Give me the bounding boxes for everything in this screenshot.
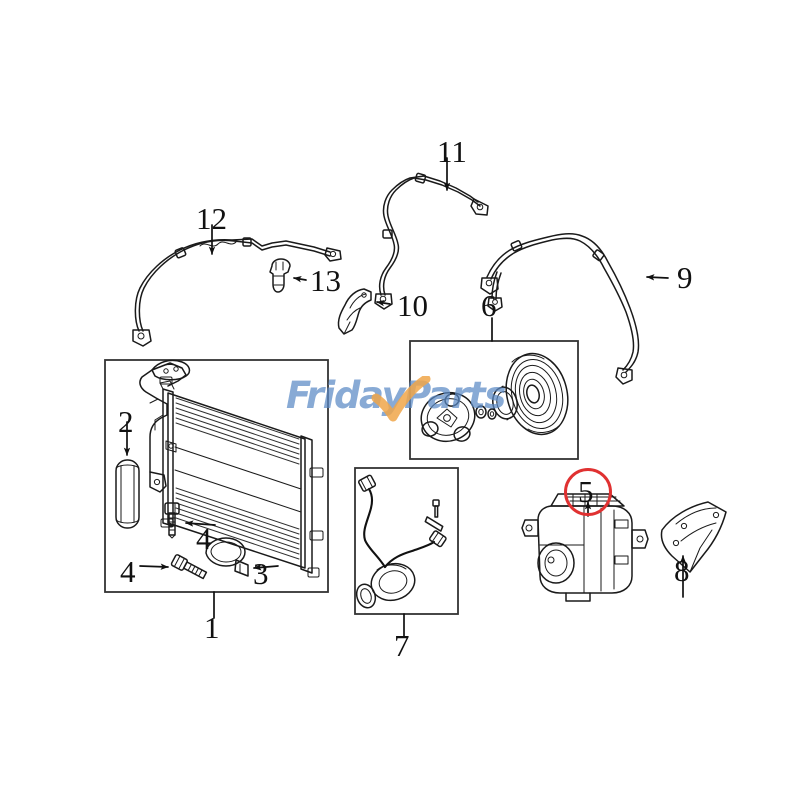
condenser-bracket	[139, 359, 191, 493]
callout-2[interactable]: 2	[118, 404, 134, 439]
pressure-switch	[269, 258, 291, 293]
leader-9	[646, 274, 669, 281]
leader-13	[293, 276, 307, 283]
coil-screw	[432, 499, 440, 518]
clutch-shims	[475, 405, 497, 420]
coil-clip	[424, 516, 444, 532]
compressor-bracket	[660, 501, 727, 573]
snap-ring	[492, 385, 518, 421]
receiver-dryer	[115, 459, 140, 529]
suction-hose	[374, 172, 489, 310]
callout-12[interactable]: 12	[196, 201, 227, 236]
liquid-line-hose	[132, 237, 342, 347]
callout-11[interactable]: 11	[437, 134, 467, 169]
leader-3	[253, 564, 279, 571]
hose-bracket	[337, 288, 372, 335]
clutch-hub-plate	[420, 391, 476, 443]
group-box-6	[409, 317, 579, 460]
callout-3[interactable]: 3	[253, 556, 269, 591]
callout-10[interactable]: 10	[397, 288, 428, 323]
clutch-field-coil	[355, 474, 447, 609]
discharge-hose	[480, 233, 640, 385]
callout-9[interactable]: 9	[677, 260, 693, 295]
bolt-lower	[170, 554, 208, 580]
leader-10	[376, 299, 391, 307]
highlight-ring-5	[564, 468, 612, 516]
group-box-7	[354, 467, 459, 637]
callout-6[interactable]: 6	[481, 288, 497, 323]
group-box-1	[104, 359, 329, 619]
condenser-core	[159, 376, 324, 578]
ac-compressor	[521, 493, 649, 602]
callout-1[interactable]: 1	[204, 610, 220, 645]
callout-8[interactable]: 8	[674, 553, 690, 588]
leader-4-lower	[139, 563, 169, 570]
callout-13[interactable]: 13	[310, 263, 341, 298]
callout-4-upper[interactable]: 4	[196, 521, 212, 556]
leader-4-upper	[185, 520, 216, 527]
callout-4-lower[interactable]: 4	[120, 554, 136, 589]
hose-clamp	[205, 537, 249, 577]
callout-5[interactable]: 5	[578, 474, 594, 509]
bolt-upper	[164, 502, 180, 539]
callout-7[interactable]: 7	[394, 628, 410, 663]
